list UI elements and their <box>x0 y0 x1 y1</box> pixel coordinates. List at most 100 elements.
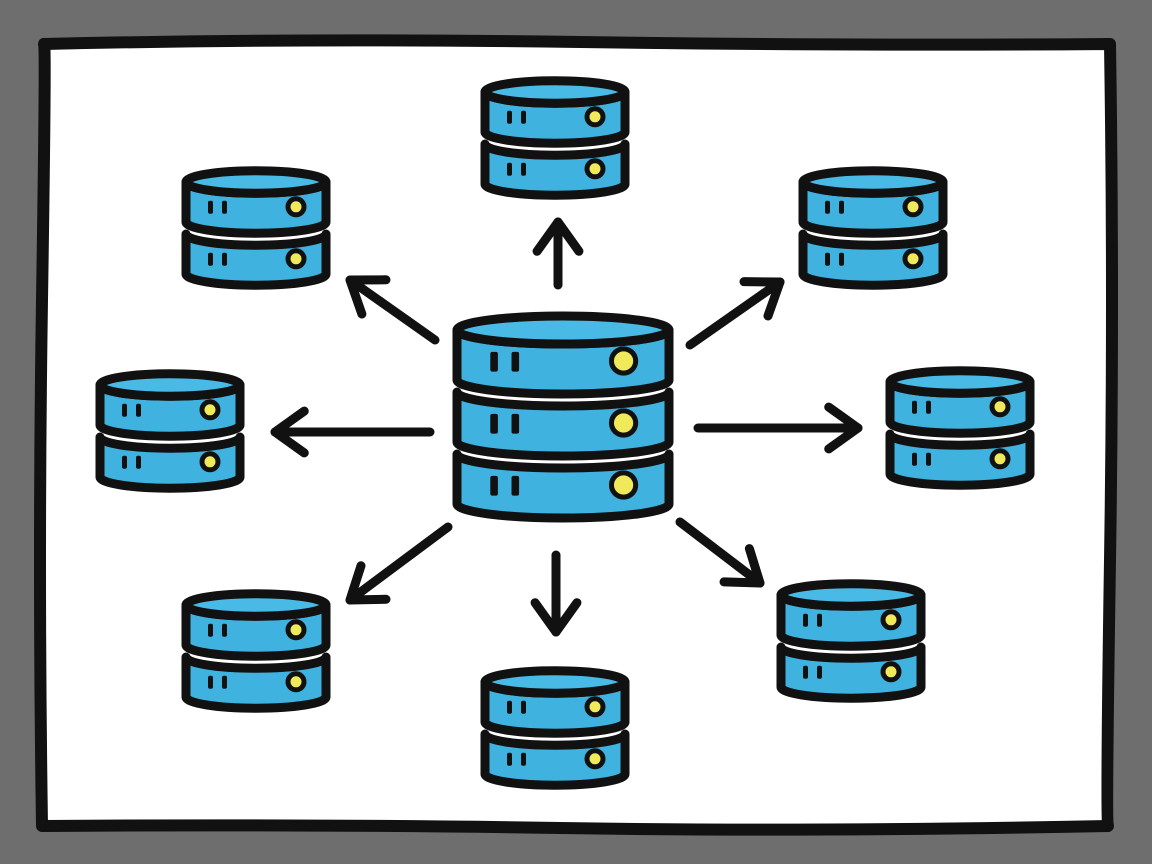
database-top-left-tier <box>181 166 331 238</box>
arrow-to-bottom-left <box>345 522 453 605</box>
indicator-bar <box>208 200 213 214</box>
server-cap <box>798 166 948 198</box>
arrow-to-bottom <box>530 550 582 637</box>
server-disk <box>480 139 630 200</box>
database-right <box>885 366 1035 490</box>
arrow-to-top-left <box>345 275 440 345</box>
indicator-bar <box>222 675 227 689</box>
database-top-left-tier <box>181 229 331 290</box>
database-bottom-left-tier <box>181 589 331 661</box>
indicator-bar <box>136 455 141 469</box>
database-top <box>480 76 630 200</box>
indicator-bar <box>222 200 227 214</box>
indicator-bar <box>511 413 520 434</box>
indicator-bar <box>507 110 512 124</box>
indicator-bar <box>825 252 830 266</box>
database-left-tier <box>95 369 245 441</box>
status-led-icon <box>902 196 924 218</box>
database-top-right-tier <box>798 229 948 290</box>
status-led-icon <box>608 408 639 438</box>
indicator-bar <box>222 623 227 637</box>
central-database-tier <box>452 311 674 399</box>
server-cap <box>776 579 926 611</box>
status-led-icon <box>199 399 221 421</box>
arrowhead <box>530 598 582 637</box>
server-disk <box>776 642 926 703</box>
arrow-to-top-right <box>685 277 785 350</box>
indicator-bar <box>490 413 498 434</box>
indicator-bar <box>507 162 512 176</box>
status-led-icon <box>608 470 639 500</box>
indicator-bar <box>803 665 808 679</box>
status-led-icon <box>989 396 1011 418</box>
indicator-bar <box>136 403 141 417</box>
database-top-right <box>798 166 948 290</box>
database-bottom-tier <box>480 729 630 790</box>
indicator-bar <box>122 455 127 469</box>
database-right-tier <box>885 366 1035 438</box>
arrowhead <box>345 275 391 319</box>
status-led-icon <box>584 106 606 128</box>
server-cap <box>480 666 630 698</box>
status-led-icon <box>902 248 924 270</box>
status-led-icon <box>989 448 1011 470</box>
indicator-bar <box>926 400 931 414</box>
server-disk <box>798 229 948 290</box>
status-led-icon <box>584 696 606 718</box>
server-cap <box>480 76 630 108</box>
status-led-icon <box>880 609 902 631</box>
indicator-bar <box>490 475 498 496</box>
indicator-bar <box>521 110 526 124</box>
indicator-bar <box>825 200 830 214</box>
indicator-bar <box>208 623 213 637</box>
indicator-bar <box>912 400 917 414</box>
database-left <box>95 369 245 493</box>
status-led-icon <box>285 248 307 270</box>
indicator-bar <box>521 752 526 766</box>
database-top-right-tier <box>798 166 948 238</box>
status-led-icon <box>880 661 902 683</box>
indicator-bar <box>817 665 822 679</box>
indicator-bar <box>208 252 213 266</box>
status-led-icon <box>608 346 639 376</box>
indicator-bar <box>490 351 498 372</box>
database-bottom-right-tier <box>776 579 926 651</box>
arrowhead <box>270 406 309 458</box>
server-disk <box>885 429 1035 490</box>
indicator-bar <box>122 403 127 417</box>
database-bottom-tier <box>480 666 630 738</box>
arrow-to-bottom-right <box>675 517 765 588</box>
database-bottom-left-tier <box>181 652 331 713</box>
indicator-bar <box>511 475 520 496</box>
indicator-bar <box>817 613 822 627</box>
indicator-bar <box>521 162 526 176</box>
status-led-icon <box>285 671 307 693</box>
indicator-bar <box>208 675 213 689</box>
database-right-tier <box>885 429 1035 490</box>
server-cap <box>885 366 1035 398</box>
server-cap <box>95 369 245 401</box>
server-disk <box>452 387 674 461</box>
central-database-tier <box>452 449 674 523</box>
central-database-tier <box>452 387 674 461</box>
indicator-bar <box>507 700 512 714</box>
indicator-bar <box>839 200 844 214</box>
arrowhead <box>532 217 584 256</box>
arrowhead <box>719 544 765 588</box>
status-led-icon <box>285 619 307 641</box>
indicator-bar <box>839 252 844 266</box>
database-bottom <box>480 666 630 790</box>
database-top-tier <box>480 139 630 200</box>
status-led-icon <box>199 451 221 473</box>
indicator-bar <box>222 252 227 266</box>
database-bottom-right <box>776 579 926 703</box>
indicator-bar <box>926 452 931 466</box>
server-cap <box>452 311 674 349</box>
database-bottom-right-tier <box>776 642 926 703</box>
arrow-to-left <box>270 406 435 458</box>
status-led-icon <box>584 748 606 770</box>
indicator-bar <box>511 351 520 372</box>
arrow-to-right <box>693 402 863 454</box>
indicator-bar <box>912 452 917 466</box>
indicator-bar <box>507 752 512 766</box>
